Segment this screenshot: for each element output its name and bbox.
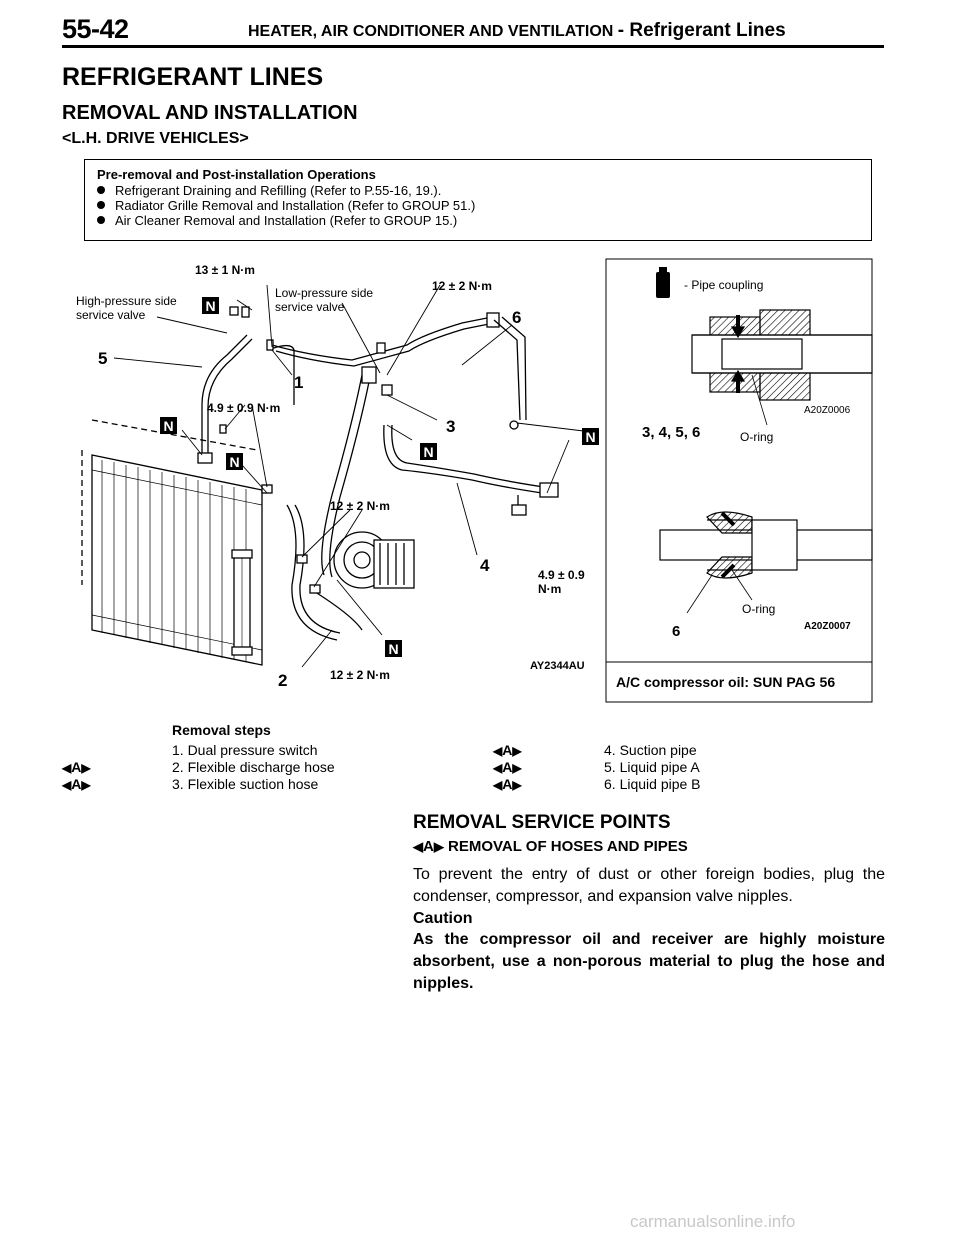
parts-bottom: 6	[672, 623, 680, 640]
caution-label: Caution	[413, 910, 473, 927]
group-title: HEATER, AIR CONDITIONER AND VENTILATION	[248, 23, 614, 40]
service-points-body: To prevent the entry of dust or other fo…	[413, 866, 885, 905]
o-ring-label: O-ring	[740, 430, 773, 444]
suction-pipe	[383, 424, 559, 516]
operations-title: Pre-removal and Post-installation Operat…	[97, 167, 376, 182]
discharge-line	[266, 312, 527, 430]
torque-label: 12 ± 2 N·m	[330, 499, 390, 513]
figure-code: AY2344AU	[530, 660, 585, 672]
torque-label: N·m	[538, 582, 561, 596]
n-mark: N	[205, 298, 215, 314]
high-pressure-label: High-pressure side	[76, 294, 177, 308]
callout-6: 6	[512, 308, 521, 327]
operation-item: Radiator Grille Removal and Installation…	[97, 198, 475, 213]
service-point-mark: ◀A▶	[62, 776, 91, 792]
header-rule	[62, 45, 884, 48]
callout-3: 3	[446, 417, 455, 436]
page-title: REFRIGERANT LINES	[62, 63, 324, 91]
service-point-mark: ◀A▶	[493, 759, 522, 775]
coupling-section-bottom	[659, 511, 873, 614]
coupling-section-top	[691, 309, 873, 426]
removal-step: 3. Flexible suction hose	[172, 776, 319, 792]
torque-label: 4.9 ± 0.9 N·m	[207, 401, 280, 415]
section-title: - Refrigerant Lines	[617, 20, 786, 41]
watermark: carmanualsonline.info	[630, 1212, 796, 1231]
removal-step: 4. Suction pipe	[604, 742, 697, 758]
callout-1: 1	[294, 373, 303, 392]
torque-label: 12 ± 2 N·m	[432, 279, 492, 293]
torque-label: 4.9 ± 0.9	[538, 568, 585, 582]
o-ring-label: O-ring	[742, 602, 775, 616]
high-pressure-label: service valve	[76, 308, 146, 322]
torque-label: 12 ± 2 N·m	[330, 668, 390, 682]
removal-steps-heading: Removal steps	[172, 722, 271, 738]
operation-item: Air Cleaner Removal and Installation (Re…	[97, 213, 457, 228]
parts-top: 3, 4, 5, 6	[642, 424, 700, 441]
n-mark: N	[388, 641, 398, 657]
service-point-mark: ◀A▶	[493, 776, 522, 792]
flexible-suction-hose	[321, 366, 377, 578]
page-number: 55-42	[62, 14, 129, 44]
liquid-pipe-a	[197, 334, 253, 464]
torque-label: 13 ± 1 N·m	[195, 263, 255, 277]
inset-panel: - Pipe coupling A20Z0006 3, 4, 5, 6 O-ri…	[605, 258, 873, 703]
service-point-mark: ◀A▶	[493, 742, 522, 758]
operations-box	[84, 159, 872, 241]
vehicle-note: <L.H. DRIVE VEHICLES>	[62, 130, 249, 147]
n-mark: N	[585, 429, 595, 445]
coupling-legend: - Pipe coupling	[684, 278, 763, 292]
n-mark: N	[423, 444, 433, 460]
n-markers: N N N N N N	[160, 297, 599, 657]
callout-2: 2	[278, 671, 287, 690]
caution-text: As the compressor oil and receiver are h…	[413, 931, 885, 992]
bullet-icon	[97, 216, 105, 224]
bullet-icon	[97, 186, 105, 194]
callout-4: 4	[480, 556, 490, 575]
code-top: A20Z0006	[804, 405, 851, 416]
removal-step: 6. Liquid pipe B	[604, 776, 701, 792]
service-point-mark: ◀A▶	[62, 759, 91, 775]
service-points-subheading: ◀A▶ REMOVAL OF HOSES AND PIPES	[413, 838, 688, 855]
callout-5: 5	[98, 349, 107, 368]
n-mark: N	[163, 418, 173, 434]
section-subtitle: REMOVAL AND INSTALLATION	[62, 102, 358, 124]
operation-item: Refrigerant Draining and Refilling (Refe…	[97, 183, 441, 198]
code-bottom: A20Z0007	[804, 621, 851, 632]
oil-note: A/C compressor oil: SUN PAG 56	[616, 674, 835, 690]
low-pressure-label: Low-pressure side	[275, 286, 373, 300]
pipe-coupling-icon	[656, 267, 670, 298]
n-mark: N	[229, 454, 239, 470]
bullet-icon	[97, 201, 105, 209]
removal-step: 5. Liquid pipe A	[604, 759, 700, 775]
removal-step: 1. Dual pressure switch	[172, 742, 318, 758]
service-points-title: REMOVAL SERVICE POINTS	[413, 812, 671, 833]
condenser-drawing	[81, 419, 263, 666]
header-title: HEATER, AIR CONDITIONER AND VENTILATION …	[248, 20, 786, 42]
refrigerant-lines-diagram: N N N N N N 13 ± 1 N·m 12 ± 2 N·m 4.9 ± …	[76, 258, 873, 703]
removal-step: 2. Flexible discharge hose	[172, 759, 335, 775]
compressor-drawing	[333, 531, 415, 589]
flexible-discharge-hose	[286, 504, 363, 641]
low-pressure-label: service valve	[275, 300, 345, 314]
